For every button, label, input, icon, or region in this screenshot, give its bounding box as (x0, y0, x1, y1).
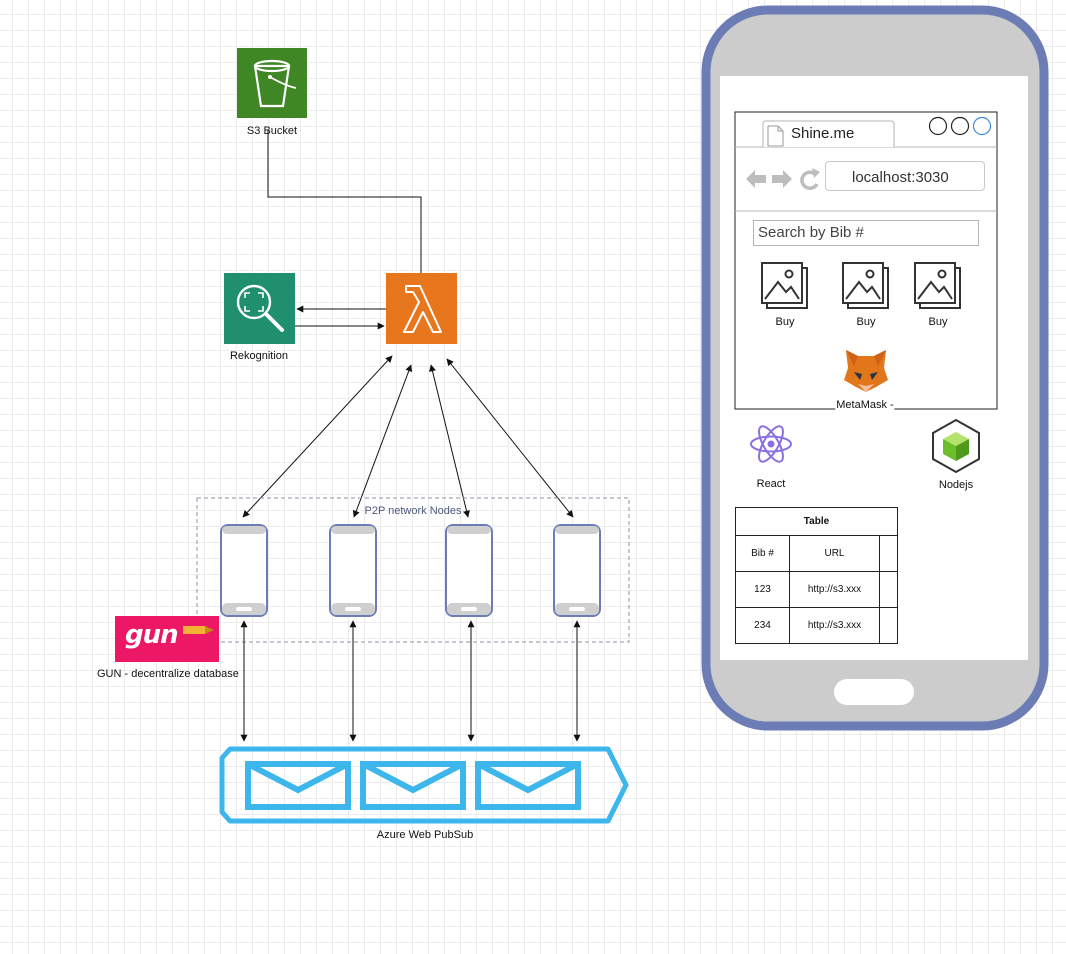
table-cell (879, 571, 898, 608)
s3-bucket-icon (237, 48, 307, 118)
lambda-icon (386, 273, 457, 344)
buy-button-1[interactable]: Buy (775, 316, 795, 328)
back-arrow-icon[interactable] (746, 170, 766, 188)
browser-tab-title[interactable]: Shine.me (791, 125, 855, 142)
pubsub-label: Azure Web PubSub (376, 829, 474, 841)
react-label: React (756, 478, 786, 490)
product-image-icon (761, 262, 808, 309)
address-bar[interactable] (825, 161, 985, 191)
table-header-extra (879, 535, 898, 572)
nodejs-icon (932, 418, 980, 474)
table-row: 123 http://s3.xxx (735, 571, 898, 608)
nodejs-label: Nodejs (938, 479, 974, 491)
window-controls[interactable] (928, 116, 992, 136)
pubsub-queue-icon (219, 746, 629, 824)
product-image-icon (914, 262, 961, 309)
table-row: 234 http://s3.xxx (735, 607, 898, 644)
rekognition-label: Rekognition (229, 350, 289, 362)
react-icon (750, 425, 792, 463)
p2p-node-phone-3 (445, 524, 493, 617)
lambda-node2-arrow (352, 364, 413, 518)
table-header-url: URL (789, 535, 880, 572)
table-cell (879, 607, 898, 644)
p2p-node-phone-1 (220, 524, 268, 617)
product-image-icon (842, 262, 889, 309)
lambda-node3-arrow (429, 364, 470, 518)
gun-bullet-icon (183, 626, 214, 634)
lambda-node1-arrow (242, 355, 393, 518)
p2p-group-label: P2P network Nodes (364, 505, 462, 517)
lambda-to-s3-connector (267, 130, 422, 273)
buy-button-2[interactable]: Buy (856, 316, 876, 328)
table-header-bib: Bib # (735, 535, 790, 572)
phone-home-button[interactable] (834, 679, 914, 705)
gun-label: GUN - decentralize database (97, 668, 239, 680)
table-cell: http://s3.xxx (789, 571, 880, 608)
rekognition-icon (224, 273, 295, 344)
p2p-node-phone-2 (329, 524, 377, 617)
table-cell: 234 (735, 607, 790, 644)
forward-arrow-icon[interactable] (772, 170, 792, 188)
search-input[interactable] (753, 220, 979, 246)
p2p-node-phone-4 (553, 524, 601, 617)
gun-logo: gun (115, 616, 219, 662)
gun-logo-text: gun (125, 620, 179, 650)
metamask-fox-icon (844, 350, 888, 392)
lambda-node4-arrow (446, 358, 574, 518)
search-placeholder: Search by Bib # (758, 224, 864, 241)
tab-page-icon (767, 125, 784, 147)
table-cell: 123 (735, 571, 790, 608)
p2p-group-box (196, 497, 630, 643)
metamask-label: MetaMask - (835, 399, 895, 411)
bib-table: Table Bib # URL 123 http://s3.xxx 234 ht… (735, 507, 898, 644)
buy-button-3[interactable]: Buy (928, 316, 948, 328)
table-title: Table (735, 507, 898, 536)
table-cell: http://s3.xxx (789, 607, 880, 644)
reload-icon[interactable] (800, 168, 820, 190)
s3-bucket-label: S3 Bucket (246, 125, 298, 137)
address-text: localhost:3030 (852, 169, 949, 186)
